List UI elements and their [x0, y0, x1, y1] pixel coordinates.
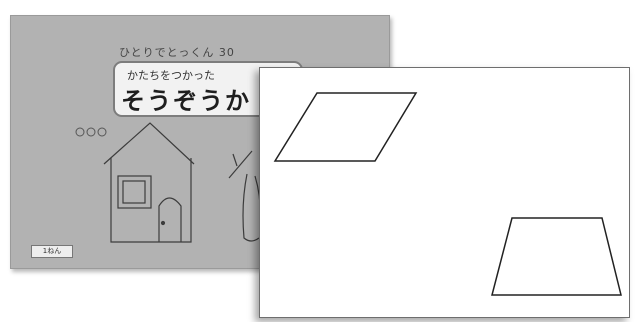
page-badge: 1ねん: [31, 245, 73, 258]
check-circles: [75, 127, 107, 137]
worksheet-header: ひとりでとっくん 30: [119, 46, 235, 59]
house-drawing: [103, 122, 195, 243]
worksheet-illustrations: [75, 122, 261, 243]
trapezoid-shape: [491, 217, 622, 296]
title-heading: そうぞうか: [121, 87, 251, 115]
title-subheading: かたちをつかった: [127, 69, 215, 82]
shapes-illustration: [273, 92, 622, 296]
figure-sketch: [228, 150, 261, 242]
parallelogram-shape: [273, 92, 418, 162]
front-shapes-card: [259, 67, 630, 318]
